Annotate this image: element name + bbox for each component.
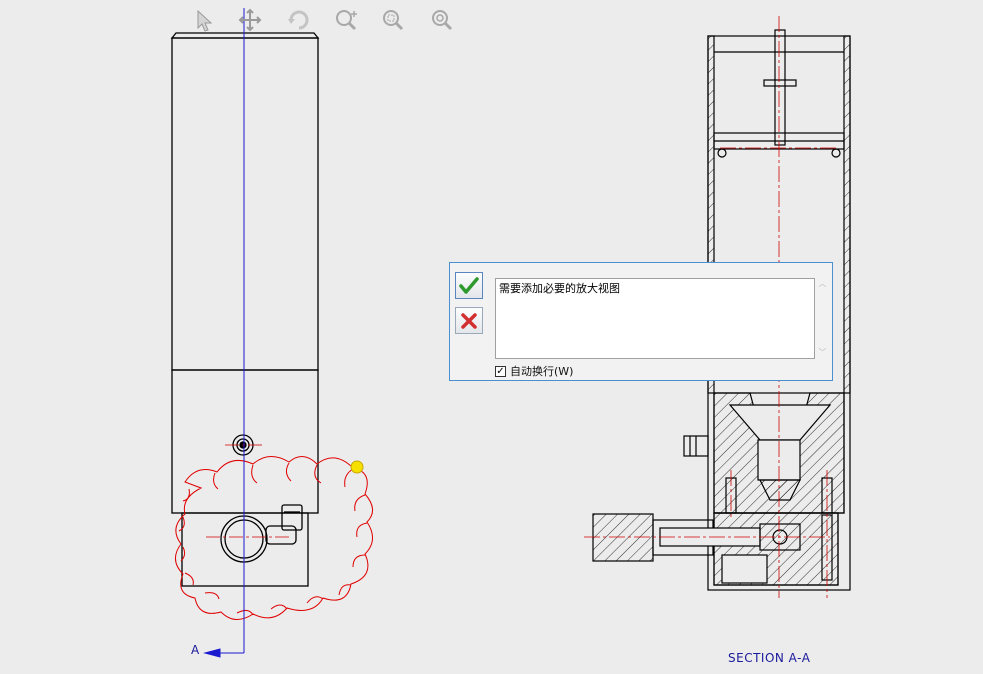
scroll-down-icon[interactable]: ﹀ [818,348,827,357]
zoom-in-out-icon[interactable] [332,6,360,34]
select-icon[interactable] [190,6,218,34]
cancel-button[interactable] [455,307,483,334]
close-icon [461,312,477,329]
front-centerlines [206,444,290,538]
ok-button[interactable] [455,272,483,299]
cloud-handle[interactable] [350,460,364,474]
front-view[interactable] [170,32,320,587]
zoom-to-area-icon[interactable] [379,6,407,34]
word-wrap-checkbox[interactable]: ✓ [495,365,506,377]
word-wrap-label: 自动换行(W) [510,365,574,378]
scroll-up-icon[interactable]: ︿ [818,279,827,288]
section-view[interactable] [592,29,851,591]
note-dialog: 需要添加必要的放大视图 ︿ ﹀ ✓ 自动换行(W) [449,262,833,381]
word-wrap-option[interactable]: ✓ 自动换行(W) [495,364,573,378]
section-line[interactable] [203,8,245,658]
checkmark-icon [459,276,479,294]
section-arrow-label: A [191,643,200,657]
note-scrollbar[interactable]: ︿ ﹀ [816,278,829,359]
revision-cloud[interactable] [175,456,373,620]
note-text-area[interactable]: 需要添加必要的放大视图 [495,278,815,359]
section-view-label[interactable]: SECTION A-A [728,651,811,665]
rotate-icon[interactable] [285,6,313,34]
zoom-to-fit-icon[interactable] [428,6,456,34]
pan-icon[interactable] [236,6,264,34]
view-toolbar [190,6,465,34]
